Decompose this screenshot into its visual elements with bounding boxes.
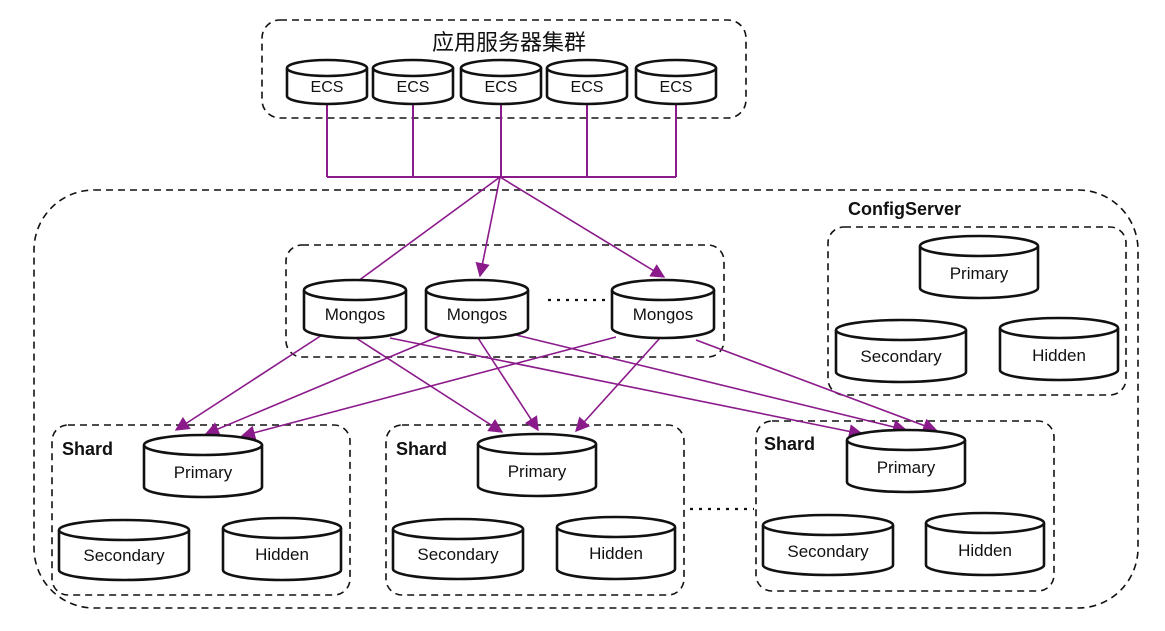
config-primary-node: Primary [918, 234, 1040, 300]
svg-text:Secondary: Secondary [83, 546, 165, 565]
svg-text:Mongos: Mongos [633, 305, 693, 324]
shard-3-secondary-node: Secondary [761, 513, 895, 577]
svg-text:Mongos: Mongos [447, 305, 507, 324]
mongos-to-shard-arrows [174, 333, 938, 440]
shard-3-hidden-node: Hidden [924, 511, 1046, 577]
ecs-node: ECS [459, 58, 543, 106]
bus-to-mongos-arrows [353, 176, 666, 285]
mongos-node: Mongos [302, 278, 408, 340]
config-hidden-node: Hidden [998, 316, 1120, 382]
shard-2-primary-node: Primary [476, 432, 598, 498]
mongos-node: Mongos [610, 278, 716, 340]
shard-1-primary-node: Primary [142, 433, 264, 499]
config-server-box [827, 226, 1127, 396]
svg-text:ECS: ECS [485, 79, 518, 96]
svg-text:Primary: Primary [950, 264, 1009, 283]
shard-label-2: Shard [396, 439, 447, 459]
ecs-node: ECS [371, 58, 455, 106]
config-server-label: ConfigServer [848, 199, 961, 219]
app-cluster-title: 应用服务器集群 [432, 30, 586, 55]
svg-text:Primary: Primary [877, 458, 936, 477]
svg-text:Primary: Primary [174, 463, 233, 482]
svg-text:ECS: ECS [397, 79, 430, 96]
shard-label-3: Shard [764, 434, 815, 454]
ecs-node: ECS [634, 58, 718, 106]
svg-text:Hidden: Hidden [1032, 346, 1086, 365]
svg-text:Secondary: Secondary [860, 347, 942, 366]
config-secondary-node: Secondary [834, 318, 968, 384]
mongodb-cluster-box [33, 189, 1139, 609]
svg-text:ECS: ECS [660, 79, 693, 96]
svg-text:Primary: Primary [508, 462, 567, 481]
shard-1-hidden-node: Hidden [221, 516, 343, 582]
ecs-node: ECS [545, 58, 629, 106]
shard-2-hidden-node: Hidden [555, 515, 677, 581]
mongos-node: Mongos [424, 278, 530, 340]
svg-text:Hidden: Hidden [958, 541, 1012, 560]
shard-3-primary-node: Primary [845, 428, 967, 494]
ecs-connectors [326, 104, 677, 178]
svg-text:Mongos: Mongos [325, 305, 385, 324]
shard-2-secondary-node: Secondary [391, 517, 525, 581]
svg-text:Hidden: Hidden [255, 545, 309, 564]
svg-text:Secondary: Secondary [787, 542, 869, 561]
mongos-group-box [285, 244, 725, 358]
app-cluster-box [261, 19, 747, 119]
ecs-node: ECS [285, 58, 369, 106]
shard-1-secondary-node: Secondary [57, 518, 191, 582]
svg-text:ECS: ECS [311, 79, 344, 96]
svg-text:Hidden: Hidden [589, 544, 643, 563]
svg-text:ECS: ECS [571, 79, 604, 96]
shard-box-1 [51, 424, 351, 596]
shard-label-1: Shard [62, 439, 113, 459]
svg-text:Secondary: Secondary [417, 545, 499, 564]
